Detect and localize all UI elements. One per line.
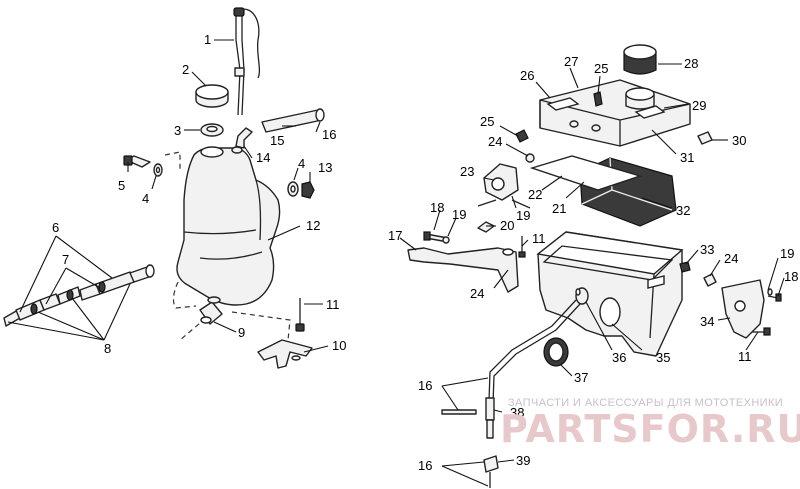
callout-22: 22 [528,187,542,202]
leader-lines-left [7,39,329,353]
callout-1: 1 [204,32,211,47]
callout-10: 10 [332,338,346,353]
callout-15: 15 [270,133,284,148]
washer-part-19-left [442,236,450,244]
mount-plate-part-34 [721,279,765,339]
callout-24-top: 24 [488,134,502,149]
callout-5: 5 [118,178,125,193]
grommet-part-9 [199,296,223,325]
callout-18-right: 18 [784,269,798,284]
clip-part-30 [697,131,713,145]
filler-cap-part-28 [623,44,657,75]
cap-gasket-part-3 [200,123,224,137]
fastener-part-25-top [593,91,603,107]
fuel-tank-part-12 [176,146,281,306]
vent-hose-part-1 [233,7,261,116]
callout-21: 21 [552,201,566,216]
fitting-part-33 [679,261,691,273]
callout-18-left: 18 [430,200,444,215]
callout-11-upper: 11 [532,231,546,246]
callout-11-right: 11 [738,349,752,364]
leader-lines-right [399,63,785,487]
callout-29: 29 [692,98,706,113]
callout-17: 17 [388,228,402,243]
callout-32: 32 [676,203,690,218]
callout-25-left: 25 [480,114,494,129]
callout-37: 37 [574,370,588,385]
fitting-part-36 [575,287,589,305]
bolt-part-11-left [295,298,305,332]
dashed-guide-line [164,151,181,170]
callout-labels: 1 2 3 5 4 14 15 16 4 13 12 6 7 8 11 9 10… [52,32,798,473]
callout-11-left: 11 [326,297,340,312]
oil-cap-part-29 [625,87,655,110]
battery-cover-part-27 [539,79,691,147]
callout-36: 36 [612,350,626,365]
callout-30: 30 [732,133,746,148]
oil-line-assembly-part-6 [3,264,155,327]
filler-cap-part-2 [195,84,229,108]
dashed-guide-line-lower [172,281,197,309]
callout-4-left: 4 [142,191,149,206]
callout-33: 33 [700,242,714,257]
washer-part-4-left [153,163,163,177]
oil-tank-part-35 [536,231,684,357]
dashed-guide-line-bracket [231,311,291,341]
callout-12: 12 [306,218,320,233]
callout-25-top: 25 [594,61,608,76]
callout-16-mid: 16 [418,378,432,393]
callout-34: 34 [700,314,714,329]
washer-part-4-right [287,181,299,197]
callout-39: 39 [516,453,530,468]
callout-38: 38 [510,405,524,420]
fastener-part-25-left [515,129,529,143]
callout-14: 14 [256,150,270,165]
callout-24-mid: 24 [470,286,484,301]
hose-part-15 [261,108,325,133]
bolt-part-11-right [752,327,771,336]
grommet-part-37 [543,337,569,367]
callout-9: 9 [238,325,245,340]
watermark-brand: PARTSFOR.RU [500,407,800,451]
callout-4-right: 4 [298,156,305,171]
callout-19-mid: 19 [516,208,530,223]
support-bracket-part-17 [407,247,519,293]
callout-16-bottom: 16 [418,458,432,473]
callout-3: 3 [174,123,181,138]
bracket-part-10 [257,339,313,369]
callout-19-left: 19 [452,207,466,222]
callout-2: 2 [182,62,189,77]
clip-part-20 [477,221,495,233]
callout-26: 26 [520,68,534,83]
callout-31: 31 [680,150,694,165]
callout-20: 20 [500,218,514,233]
watermark-tagline: ЗАПЧАСТИ И АКСЕССУАРЫ ДЛЯ МОТОТЕХНИКИ [508,397,783,409]
callout-16-top: 16 [322,127,336,142]
dashed-guide-line-grommet [179,317,207,341]
callout-8: 8 [104,341,111,356]
callout-27: 27 [564,54,578,69]
oil-line-part-16 [441,299,581,488]
callout-35: 35 [656,350,670,365]
callout-23: 23 [460,164,474,179]
nut-part-13 [301,181,315,199]
callout-28: 28 [684,56,698,71]
callout-13: 13 [318,160,332,175]
callout-24-right: 24 [724,251,738,266]
bolt-part-11-upper [518,236,526,258]
callout-6: 6 [52,220,59,235]
callout-7: 7 [62,252,69,267]
washer-part-19-right [767,288,773,296]
watermark: ЗАПЧАСТИ И АКСЕССУАРЫ ДЛЯ МОТОТЕХНИКИ PA… [500,397,800,451]
battery-pad-part-21 [529,155,643,191]
callout-19-right: 19 [780,246,794,261]
washer-part-24-right [703,273,717,287]
vent-elbow-part-14 [235,127,253,149]
pump-bracket-part-23 [477,163,531,209]
